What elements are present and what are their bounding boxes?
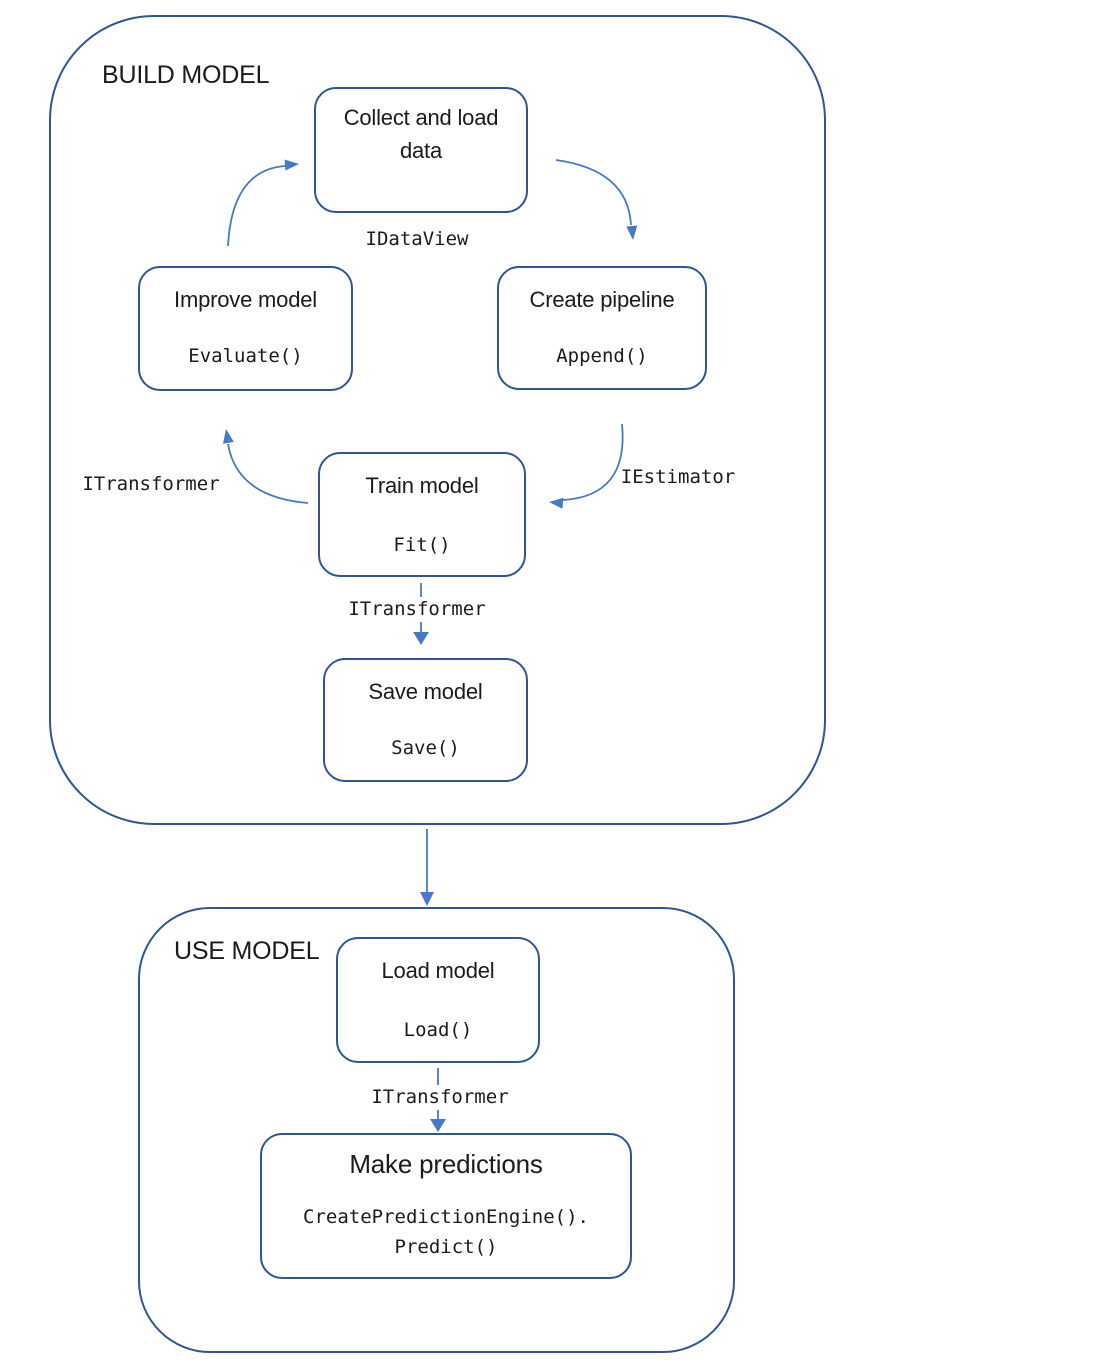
build-model-label: BUILD MODEL (102, 61, 270, 89)
arrowhead-collect-to-create (626, 225, 638, 240)
node-title-line1: Collect and load (343, 105, 499, 130)
arrowhead-train-to-save (413, 632, 429, 645)
arrow-train-to-improve (227, 443, 309, 504)
arrow-create-to-train (562, 423, 624, 501)
build-model-container: BUILD MODEL (49, 15, 826, 825)
node-title: Create pipeline (529, 287, 675, 312)
node-title: Save model (368, 679, 483, 704)
node-load-model: Load model Load() (336, 937, 540, 1063)
edge-label-itransformer-mid: ITransformer (345, 597, 489, 622)
edge-label-itransformer-left: ITransformer (82, 473, 220, 495)
node-title: Improve model (174, 287, 317, 312)
arrowhead-improve-to-collect (284, 159, 299, 171)
edge-label-iestimator: IEstimator (620, 466, 736, 488)
arrowhead-create-to-train (549, 497, 564, 509)
node-title-line2: data (399, 138, 442, 163)
node-code-line2: Predict() (394, 1236, 498, 1258)
node-title: Collect and load data (344, 101, 499, 167)
node-code: Save() (391, 737, 460, 759)
arrowhead-build-to-use (420, 892, 434, 906)
arrow-improve-to-collect (227, 165, 286, 247)
node-code: Load() (403, 1019, 473, 1041)
node-code: Evaluate() (188, 345, 303, 367)
node-title: Make predictions (349, 1149, 543, 1179)
arrowhead-train-to-improve (223, 429, 234, 444)
arrowhead-load-to-predict (430, 1119, 446, 1132)
node-title: Load model (381, 958, 495, 983)
node-make-predictions: Make predictions CreatePredictionEngine(… (260, 1133, 632, 1279)
node-code: CreatePredictionEngine(). Predict() (303, 1202, 589, 1262)
node-create-pipeline: Create pipeline Append() (497, 266, 707, 390)
arrow-collect-to-create (555, 159, 632, 226)
node-collect-and-load-data: Collect and load data (314, 87, 528, 213)
node-train-model: Train model Fit() (318, 452, 526, 577)
node-save-model: Save model Save() (323, 658, 528, 782)
node-code-line1: CreatePredictionEngine(). (303, 1206, 589, 1228)
edge-label-idataview: IDataView (365, 228, 469, 250)
node-code: Append() (556, 345, 648, 367)
edge-label-itransformer-use: ITransformer (368, 1085, 512, 1110)
node-code: Fit() (393, 534, 451, 556)
use-model-label: USE MODEL (174, 937, 320, 965)
node-improve-model: Improve model Evaluate() (138, 266, 353, 391)
node-title: Train model (365, 473, 479, 498)
use-model-container: USE MODEL (138, 907, 735, 1353)
